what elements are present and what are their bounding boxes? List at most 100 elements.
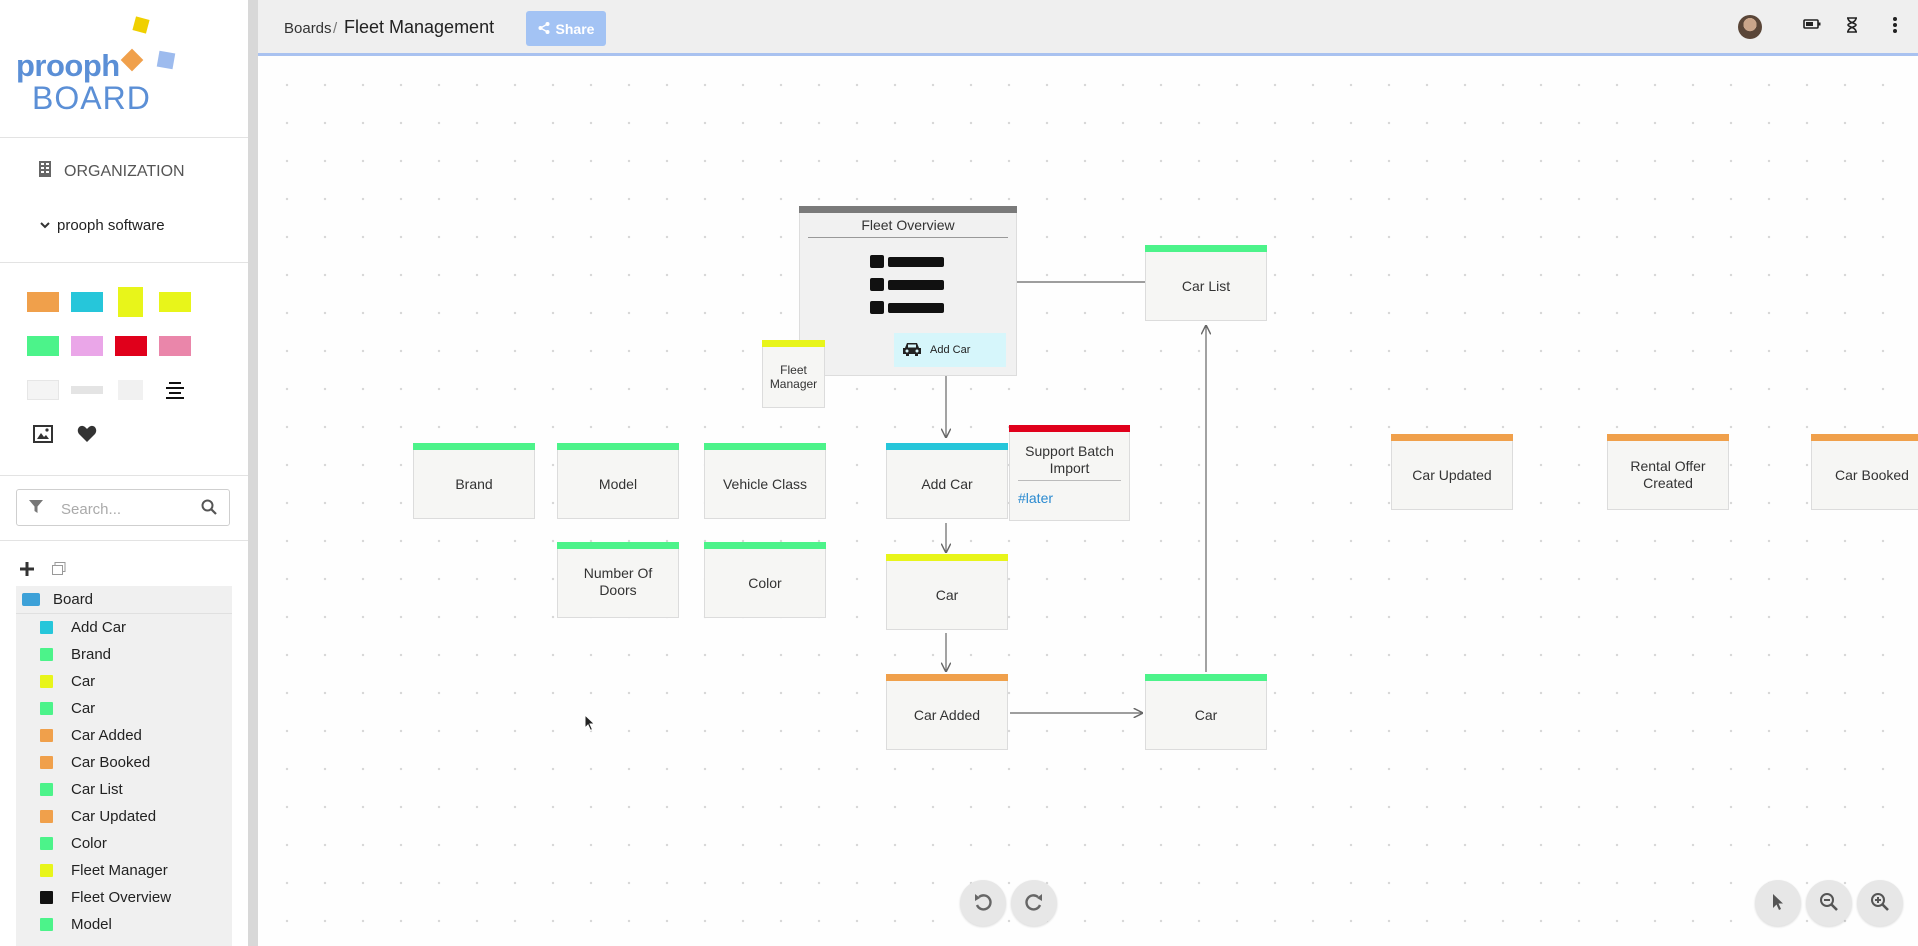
redo-button[interactable] — [1011, 880, 1057, 926]
tree-item[interactable]: Car Added — [16, 722, 232, 749]
filter-icon[interactable] — [29, 500, 43, 519]
divider — [0, 262, 248, 263]
sticky-note-icon — [40, 648, 53, 661]
card-car-aggregate[interactable]: Car — [886, 554, 1008, 630]
card-car-booked[interactable]: Car Booked — [1811, 434, 1918, 510]
tree-item[interactable]: Car — [16, 695, 232, 722]
palette-hotspot[interactable] — [115, 336, 147, 356]
divider — [0, 475, 248, 476]
mouse-cursor-icon — [584, 714, 596, 732]
palette-document[interactable] — [27, 336, 59, 356]
battery-icon[interactable] — [1803, 17, 1821, 35]
building-icon — [38, 160, 52, 183]
tree-item-label: Fleet Overview — [71, 889, 172, 906]
sticky-note-icon — [40, 675, 53, 688]
tree-item-label: Car Added — [71, 727, 142, 744]
card-add-car-command[interactable]: Add Car — [886, 443, 1008, 519]
palette-role[interactable] — [118, 287, 143, 317]
image-icon[interactable] — [33, 425, 53, 448]
board-canvas[interactable]: Fleet Overview Add Car Fleet Manager Car… — [258, 56, 1918, 946]
card-label: Number Of Doors — [583, 565, 653, 598]
search-box — [16, 489, 230, 526]
card-rental-offer-created[interactable]: Rental Offer Created — [1607, 434, 1729, 510]
sticky-note-icon — [40, 918, 53, 931]
share-button[interactable]: Share — [526, 11, 606, 46]
card-number-of-doors[interactable]: Number Of Doors — [557, 542, 679, 618]
undo-button[interactable] — [960, 880, 1006, 926]
top-bar: Boards / Fleet Management Share — [258, 0, 1918, 56]
card-color-bar — [799, 206, 1017, 213]
tree-item[interactable]: Car Booked — [16, 749, 232, 776]
more-vertical-icon[interactable] — [1892, 17, 1898, 38]
tree-item[interactable]: Brand — [16, 641, 232, 668]
sticky-note-icon — [40, 837, 53, 850]
tree-item[interactable]: Car Updated — [16, 803, 232, 830]
collapse-all-icon[interactable] — [52, 559, 66, 582]
align-center-icon[interactable] — [165, 380, 185, 405]
chevron-down-icon — [40, 220, 50, 232]
share-icon — [538, 21, 550, 37]
card-car-updated[interactable]: Car Updated — [1391, 434, 1513, 510]
card-fleet-manager[interactable]: Fleet Manager — [762, 340, 825, 408]
logo-yellow-square — [132, 16, 150, 34]
tree-item-label: Color — [71, 835, 107, 852]
palette-external-system[interactable] — [159, 336, 191, 356]
card-model[interactable]: Model — [557, 443, 679, 519]
tree-item[interactable]: Fleet Manager — [16, 857, 232, 884]
heart-icon[interactable] — [77, 425, 97, 448]
palette-ui[interactable] — [27, 380, 59, 400]
card-car-added[interactable]: Car Added — [886, 674, 1008, 750]
divider — [0, 137, 248, 138]
team-selector[interactable]: prooph software — [40, 217, 165, 234]
hashtag-later[interactable]: #later — [1018, 490, 1054, 506]
palette-policy[interactable] — [71, 336, 103, 356]
card-vehicle-class[interactable]: Vehicle Class — [704, 443, 826, 519]
user-avatar[interactable] — [1738, 15, 1762, 39]
add-car-ui-label: Add Car — [930, 344, 971, 356]
card-color[interactable]: Color — [704, 542, 826, 618]
palette-command[interactable] — [71, 292, 103, 312]
folder-open-icon — [22, 593, 40, 606]
search-input[interactable] — [59, 497, 203, 521]
palette-text[interactable] — [71, 386, 103, 394]
card-support-batch-import[interactable]: Support Batch Import #later — [1009, 425, 1130, 521]
tree-root-board[interactable]: Board — [16, 586, 232, 614]
card-car-list[interactable]: Car List — [1145, 245, 1267, 321]
card-label: Car Added — [913, 706, 981, 723]
card-label: Car — [935, 586, 959, 603]
sticky-note-icon — [40, 891, 53, 904]
sticky-note-icon — [40, 756, 53, 769]
tree-item[interactable]: Model — [16, 911, 232, 938]
tree-item[interactable]: Fleet Overview — [16, 884, 232, 911]
tree-item-label: Add Car — [71, 619, 127, 636]
tree-root-label: Board — [53, 591, 94, 608]
breadcrumb-boards[interactable]: Boards — [284, 20, 332, 37]
select-tool-button[interactable] — [1755, 880, 1801, 926]
palette-aggregate[interactable] — [159, 292, 191, 312]
card-car-read-model[interactable]: Car — [1145, 674, 1267, 750]
card-brand[interactable]: Brand — [413, 443, 535, 519]
search-icon[interactable] — [201, 499, 217, 520]
add-icon[interactable] — [20, 559, 34, 582]
ui-card-fleet-overview[interactable]: Fleet Overview Add Car — [799, 206, 1017, 376]
tree-item[interactable]: Car — [16, 668, 232, 695]
palette-event[interactable] — [27, 292, 59, 312]
tree-item-label: Car Updated — [71, 808, 157, 825]
zoom-out-button[interactable] — [1806, 880, 1852, 926]
palette-frame[interactable] — [118, 380, 143, 400]
zoom-in-button[interactable] — [1857, 880, 1903, 926]
card-label: Support Batch Import — [1025, 443, 1114, 476]
organization-link[interactable]: ORGANIZATION — [38, 160, 185, 183]
board-title[interactable]: Fleet Management — [344, 17, 495, 37]
tree-toolbar — [20, 559, 66, 582]
sticky-note-icon — [40, 702, 53, 715]
tree-item[interactable]: Add Car — [16, 614, 232, 641]
prooph-board-logo[interactable]: prooph BOARD — [14, 14, 184, 116]
tree-item[interactable]: Color — [16, 830, 232, 857]
hourglass-icon[interactable] — [1846, 17, 1858, 38]
breadcrumb-separator: / — [333, 20, 338, 37]
sidebar: prooph BOARD ORGANIZATION prooph softwar… — [0, 0, 258, 946]
tree-item-label: Car List — [71, 781, 123, 798]
tree-item[interactable]: Car List — [16, 776, 232, 803]
